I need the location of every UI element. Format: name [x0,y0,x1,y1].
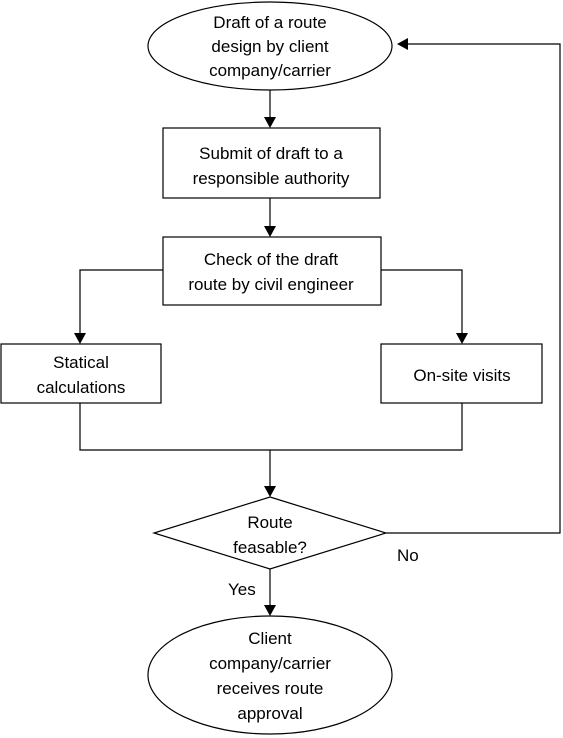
no-label: No [397,546,419,565]
end-label-line-2: company/carrier [209,654,331,673]
check-node [162,236,382,306]
statical-node [0,343,162,404]
submit-label-line-2: responsible authority [193,169,350,188]
connectors [74,38,561,616]
end-node [147,615,393,735]
statical-label-line-1: Statical [53,353,109,372]
onsite-label: On-site visits [413,366,510,385]
decision-node [151,496,389,570]
decision-label-line-1: Route [247,513,292,532]
arrowhead-decision [264,486,276,497]
nodes [0,1,543,735]
start-label-line-3: company/carrier [209,61,331,80]
edge-check-to-statical [79,269,163,334]
edge-labels: Yes No [228,546,419,599]
arrowhead-check [264,226,276,237]
edge-statical-to-merge [79,403,463,451]
arrowhead-submit [264,117,276,128]
edge-check-to-onsite [381,269,463,334]
start-label-line-2: design by client [211,37,328,56]
onsite-node [380,343,543,404]
arrowhead-end [264,605,276,616]
end-label-line-1: Client [248,629,292,648]
check-label-line-1: Check of the draft [204,250,338,269]
node-labels: Draft of a route design by client compan… [37,13,511,723]
yes-label: Yes [228,580,256,599]
statical-label-line-2: calculations [37,378,126,397]
start-label-line-1: Draft of a route [213,13,326,32]
arrowhead-start-loop [397,38,408,50]
start-node [147,1,393,91]
submit-label-line-1: Submit of draft to a [199,144,343,163]
arrowhead-statical [74,333,86,344]
end-label-line-3: receives route [217,679,324,698]
arrowhead-onsite [456,333,468,344]
check-label-line-2: route by civil engineer [188,275,354,294]
edge-decision-to-start-loop [386,43,561,534]
end-label-line-4: approval [237,704,302,723]
decision-label-line-2: feasable? [233,538,307,557]
submit-node [162,127,381,199]
